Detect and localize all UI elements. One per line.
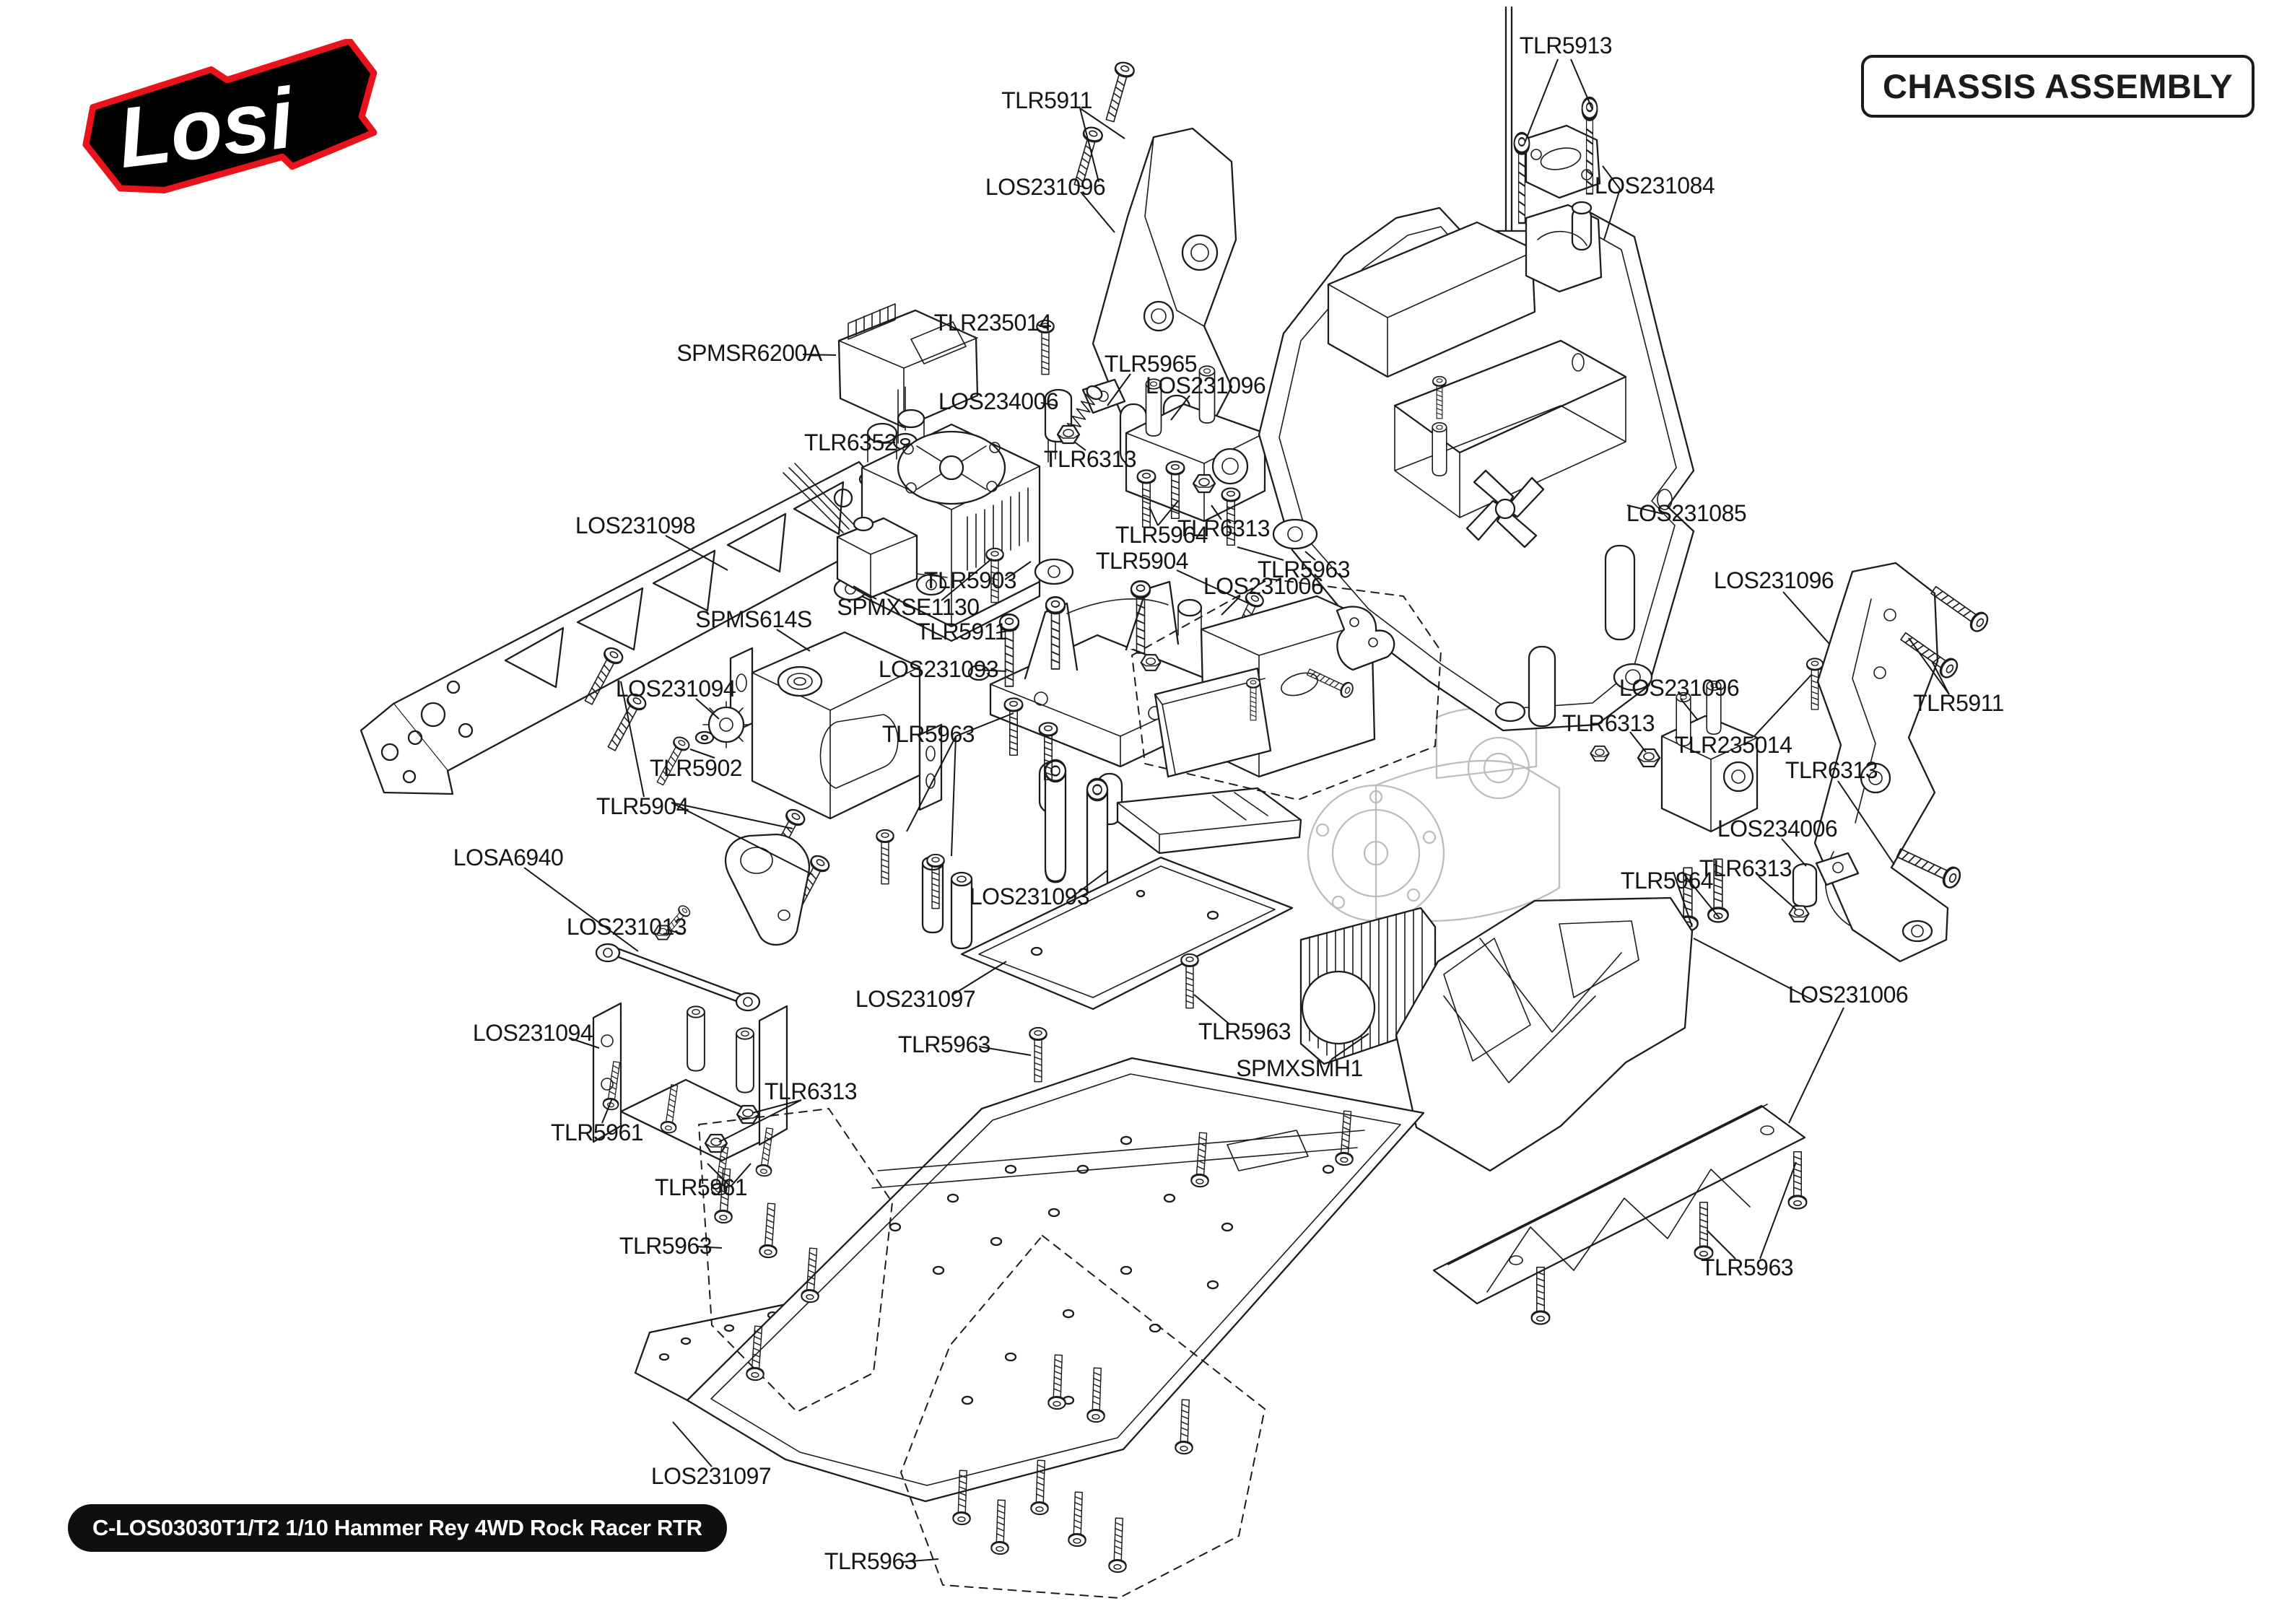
leader-line [1080,191,1115,233]
leader-line [1626,505,1664,515]
part-servo-spms614s [729,631,943,820]
part-receiver-spmsr6200a [837,303,979,429]
leader-line [1066,870,1108,902]
part-servo-gear-los231094 [694,701,750,748]
leader-line [1908,637,1950,695]
leader-line [996,629,1017,634]
leader-line [941,558,993,601]
leader-line [776,629,811,652]
leader-line [1193,994,1229,1024]
leader-line [955,712,1014,737]
leader-line [1706,1229,1736,1260]
leader-line [671,802,793,829]
leader-line [906,735,957,832]
leader-line [1107,373,1131,406]
leader-line [689,748,715,759]
dashed-region-left [698,1108,893,1413]
losi-logo: Losi [82,39,378,194]
leader-line [1004,561,1032,580]
leader-line [1524,58,1559,144]
part-chassis-tub-los231085 [1258,206,1695,732]
leader-line [695,1246,723,1249]
leader-line [952,961,1007,995]
leader-line [1837,780,1895,865]
leader-line [1758,876,1797,910]
leader-line [568,1037,600,1049]
leader-line [1570,58,1593,110]
leader-line [1782,591,1830,645]
leader-line [881,442,896,444]
leader-line [1149,506,1159,526]
leader-line [1176,569,1253,606]
leader-line [695,698,720,720]
part-cage-los231006 [1395,896,1806,1305]
part-top-plate-los231098 [360,460,912,795]
leader-line [1681,871,1720,919]
leader-line [601,1098,613,1124]
leader-line [620,681,645,798]
leader-line [1304,551,1316,561]
leader-line [1754,673,1813,737]
part-switch-spmxse1130 [783,463,948,599]
leader-line [1221,595,1241,616]
leader-line [1040,402,1058,406]
leader-line [978,1046,1032,1056]
leader-line [666,929,684,935]
leader-line [975,669,1007,672]
leader-line [1781,838,1807,867]
part-battery-posts-los231093 [921,759,1302,950]
leader-line [1079,108,1099,183]
leader-line [1629,731,1647,753]
leader-line [1931,660,1950,695]
leader-line [752,1099,802,1114]
dashed-region-bottom [900,1235,1265,1599]
part-mount-cluster-right [1637,680,1860,922]
leader-line [1211,505,1222,520]
leader-line [1680,698,1699,721]
part-chassis-plate-los231097 [634,1057,1425,1503]
leader-line [1788,1007,1844,1124]
part-antenna-mounts-los231084 [1525,124,1603,293]
part-battery-plate-los231097 [960,856,1294,1010]
leader-line [1693,938,1814,1001]
leader-line [1079,108,1125,139]
leader-line [1037,324,1049,329]
leader-line [523,867,639,952]
part-esc-mount-set-los231006 [1131,578,1442,800]
leader-line [1157,500,1179,526]
leader-line [1759,1161,1797,1260]
losi-logo-text: Losi [113,70,300,186]
part-heatsink-spmxsmh1 [1299,907,1437,1065]
leader-line [1602,165,1621,190]
leader-line [951,735,957,857]
leader-line [707,1163,731,1187]
leader-line [671,802,814,876]
page-title: CHASSIS ASSEMBLY [1861,55,2255,118]
leader-line [902,1558,939,1563]
leader-line [1330,1033,1369,1060]
leader-line [802,354,837,356]
leader-line [730,1163,752,1187]
leader-line [665,535,728,571]
leader-line [1673,871,1693,927]
leader-line [853,585,877,600]
footer-kit-label: C-LOS03030T1/T2 1/10 Hammer Rey 4WD Rock… [68,1504,727,1552]
leader-line [1603,188,1621,240]
leader-line [718,1099,802,1143]
leader-line [1237,546,1284,561]
leader-line [1170,395,1190,421]
leader-line [1073,441,1086,451]
leader-line [672,1421,713,1467]
